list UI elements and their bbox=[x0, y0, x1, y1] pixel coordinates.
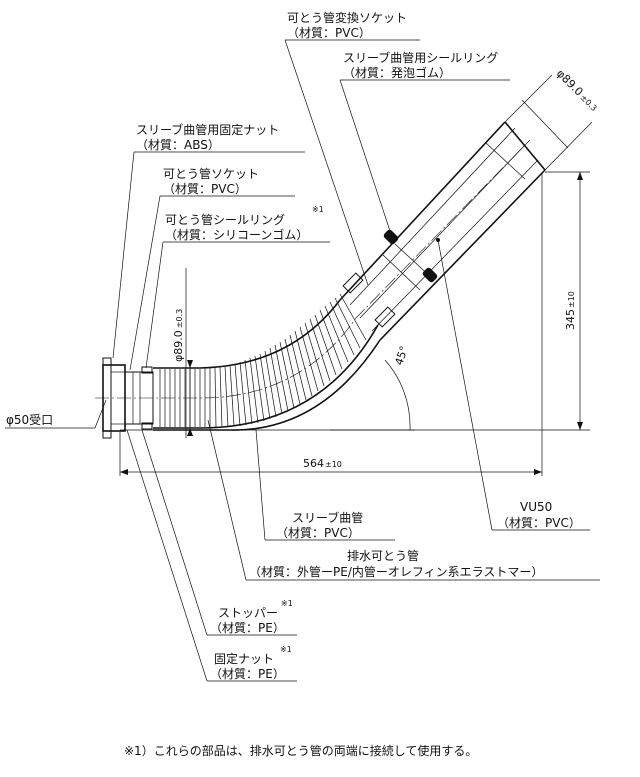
label-stopper: ストッパー bbox=[218, 606, 278, 620]
label-fixing-nut: 固定ナット bbox=[214, 651, 274, 666]
material-fixing-nut: （材質：PE） bbox=[210, 666, 285, 681]
sleeve-straight-top bbox=[339, 121, 506, 301]
label-vu50: VU50 bbox=[520, 500, 552, 514]
label-flex-pipe-socket: 可とう管ソケット bbox=[163, 166, 259, 181]
centerline bbox=[95, 139, 531, 399]
footnote: ※1）これらの部品は、排水可とう管の両端に接続して使用する。 bbox=[124, 743, 477, 758]
vu50-top-end bbox=[504, 121, 546, 171]
corrugation-ribs-horizontal bbox=[159, 293, 367, 428]
material-stopper: （材質：PE） bbox=[210, 620, 285, 635]
hose-outer-bottom bbox=[153, 324, 379, 429]
left-diameter-dimension: φ89.0±0.3 bbox=[172, 309, 185, 362]
callouts: 可とう管変換ソケット （材質：PVC） スリーブ曲管用シールリング （材質：発泡… bbox=[6, 10, 581, 758]
leader-lines bbox=[5, 39, 600, 682]
label-sleeve-fixing-nut: スリーブ曲管用固定ナット bbox=[136, 122, 279, 137]
note-mark-seal-ring: ※1 bbox=[312, 205, 324, 214]
material-drain-flex-pipe: （材質：外管ーPE/内管ーオレフィン系エラストマー） bbox=[249, 564, 543, 579]
top-diameter-dimension: φ89.0±0.3 bbox=[554, 67, 601, 114]
height-dimension: 345±10 bbox=[564, 291, 577, 330]
material-flex-pipe-socket: （材質：PVC） bbox=[163, 181, 247, 196]
material-sleeve-bend: （材質：PVC） bbox=[276, 525, 360, 540]
material-flex-seal-ring: （材質：シリコーンゴム） bbox=[165, 227, 308, 242]
sleeve-outer bbox=[153, 339, 381, 431]
seal-ring-left-bottom bbox=[141, 422, 153, 430]
sleeve-seal-ring-top bbox=[383, 229, 399, 245]
sleeve-seal-ring-bottom bbox=[422, 267, 438, 283]
material-sleeve-seal-ring: （材質：発泡ゴム） bbox=[343, 65, 451, 80]
width-dimension: 564±10 bbox=[303, 457, 342, 470]
label-flex-seal-ring: 可とう管シールリング bbox=[165, 212, 285, 227]
label-sleeve-bend: スリーブ曲管 bbox=[292, 510, 363, 525]
label-inlet: φ50受口 bbox=[6, 413, 53, 427]
material-vu50: （材質：PVC） bbox=[497, 515, 581, 530]
label-sleeve-seal-ring: スリーブ曲管用シールリング bbox=[343, 50, 498, 65]
material-flex-conversion-socket: （材質：PVC） bbox=[287, 25, 371, 40]
dimension-lines bbox=[119, 74, 593, 476]
note-mark-fixing-nut: ※1 bbox=[280, 645, 292, 654]
angle-dimension: 45° bbox=[392, 344, 410, 367]
sleeve-straight-bottom bbox=[379, 169, 546, 341]
seal-ring-left-top bbox=[141, 366, 153, 374]
sleeve-nut-bottom bbox=[374, 306, 396, 328]
hose-outer-top bbox=[153, 299, 341, 369]
sleeve-nut-top bbox=[342, 272, 364, 294]
label-drain-flex-pipe: 排水可とう管 bbox=[347, 548, 419, 563]
label-flex-conversion-socket: 可とう管変換ソケット bbox=[287, 10, 407, 25]
material-sleeve-fixing-nut: （材質：ABS） bbox=[136, 137, 220, 152]
note-mark-stopper: ※1 bbox=[281, 599, 293, 608]
